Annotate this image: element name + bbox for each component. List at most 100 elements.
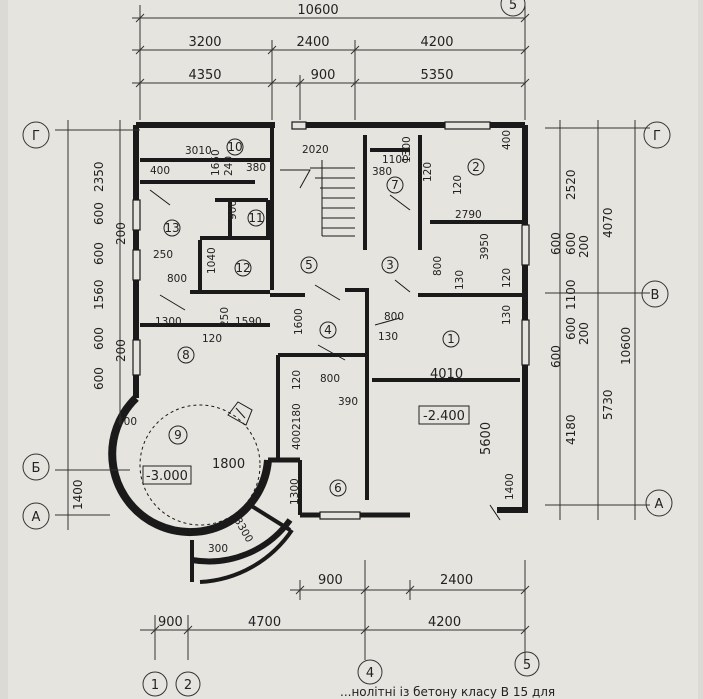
dim-120e: 120 bbox=[291, 370, 303, 390]
dim-380a: 380 bbox=[246, 162, 266, 174]
staircase bbox=[280, 160, 355, 237]
dim-right-3: 600 bbox=[564, 232, 578, 255]
dim-right-mid-1: 4070 bbox=[601, 207, 615, 238]
dim-120c: 120 bbox=[501, 268, 513, 288]
level-box-main bbox=[418, 405, 470, 425]
dim-240: 240 bbox=[223, 156, 235, 176]
room-7-label: 7 bbox=[391, 178, 399, 192]
dim-left-1: 2350 bbox=[92, 161, 106, 192]
dim-right-mid-3: 4180 bbox=[564, 414, 578, 445]
axis-label-left-lower: А bbox=[32, 510, 41, 525]
dim-120a: 120 bbox=[422, 162, 434, 182]
dim-right-5: 1100 bbox=[564, 279, 578, 310]
axis-label-bottom-1: 1 bbox=[151, 678, 159, 693]
dim-1300a: 1300 bbox=[401, 136, 413, 163]
round-room-walls bbox=[108, 395, 300, 584]
room-markers bbox=[163, 138, 485, 497]
dim-1800: 1800 bbox=[212, 457, 245, 472]
dim-120d: 120 bbox=[202, 333, 222, 345]
dim-130a: 130 bbox=[454, 270, 466, 290]
axis-label-bottom-4: 4 bbox=[366, 666, 374, 681]
axis-label-bottom-2: 2 bbox=[184, 678, 192, 693]
dim-400d: 400 bbox=[501, 130, 513, 150]
dim-right-6: 600 bbox=[564, 317, 578, 340]
dim-5600: 5600 bbox=[479, 422, 494, 455]
axis-label-top-5: 5 bbox=[509, 0, 517, 13]
dim-left-8: 600 bbox=[92, 367, 106, 390]
room-2-label: 2 bbox=[472, 160, 480, 174]
right-dimension-lines bbox=[545, 120, 650, 520]
dim-800d: 800 bbox=[320, 373, 340, 385]
dim-390: 390 bbox=[338, 396, 358, 408]
room-11-label: 11 bbox=[248, 211, 263, 225]
dim-right-total: 10600 bbox=[619, 327, 633, 365]
dim-top-3: 4200 bbox=[420, 35, 453, 50]
dim-top-6: 5350 bbox=[420, 68, 453, 83]
dim-3950: 3950 bbox=[479, 233, 491, 260]
axis-bubble-bottom-1 bbox=[142, 671, 168, 697]
dim-bottom-2: 2400 bbox=[440, 573, 473, 588]
dim-right-8: 600 bbox=[549, 345, 563, 368]
top-dimension-lines bbox=[132, 5, 530, 120]
paper-sheet bbox=[8, 0, 698, 699]
dim-left-4: 600 bbox=[92, 242, 106, 265]
room-1-label: 1 bbox=[447, 332, 455, 346]
dim-300: 300 bbox=[208, 543, 228, 555]
axis-bubble-left-lower bbox=[22, 502, 50, 530]
axis-bubble-bottom-5 bbox=[514, 651, 540, 677]
dim-1400-inner: 1400 bbox=[504, 473, 516, 500]
dim-400b: 400 bbox=[291, 430, 303, 450]
dim-400c: 400 bbox=[117, 416, 137, 428]
room-4-label: 4 bbox=[324, 323, 332, 337]
axis-bubble-bottom-4 bbox=[357, 659, 383, 685]
dim-bottom-3: 900 bbox=[158, 615, 183, 630]
dim-800c: 800 bbox=[384, 311, 404, 323]
dim-3010: 3010 bbox=[185, 145, 212, 157]
dim-130b: 130 bbox=[378, 331, 398, 343]
axis-label-left-mid: Б bbox=[32, 461, 41, 476]
dim-1040: 1040 bbox=[206, 247, 218, 274]
interior-walls bbox=[140, 125, 525, 515]
axis-bubble-left-mid bbox=[22, 453, 50, 481]
dim-380b: 380 bbox=[372, 166, 392, 178]
dim-1600: 1600 bbox=[293, 308, 305, 335]
dim-right-4: 200 bbox=[577, 235, 591, 258]
dim-left-2: 600 bbox=[92, 202, 106, 225]
footer-text: ...нолітні із бетону класу В 15 для bbox=[340, 685, 555, 699]
left-dimension-lines bbox=[55, 120, 140, 530]
dim-left-10: 1400 bbox=[71, 479, 85, 510]
dim-bottom-4: 4700 bbox=[248, 615, 281, 630]
room-5-label: 5 bbox=[305, 258, 313, 272]
dim-1650: 1650 bbox=[210, 149, 222, 176]
dim-2790: 2790 bbox=[455, 209, 482, 221]
dim-top-4: 4350 bbox=[188, 68, 221, 83]
room-13-label: 13 bbox=[164, 221, 179, 235]
dim-bottom-5: 4200 bbox=[428, 615, 461, 630]
axis-label-left-upper: Г bbox=[32, 129, 40, 144]
dim-top-2: 2400 bbox=[296, 35, 329, 50]
dim-total-width: 10600 bbox=[297, 3, 338, 18]
dim-250: 250 bbox=[153, 249, 173, 261]
windows bbox=[132, 121, 530, 520]
axis-label-right-lower: А bbox=[655, 497, 664, 512]
axis-bubble-bottom-2 bbox=[175, 671, 201, 697]
door-swings bbox=[149, 189, 501, 521]
dim-120b: 120 bbox=[452, 175, 464, 195]
dim-2020: 2020 bbox=[302, 144, 329, 156]
dim-left-6: 600 bbox=[92, 327, 106, 350]
level-main: -2.400 bbox=[423, 409, 465, 424]
axis-bubble-left-upper bbox=[22, 121, 50, 149]
axis-bubble-right-mid bbox=[641, 280, 669, 308]
level-round: -3.000 bbox=[146, 469, 188, 484]
dim-left-3: 200 bbox=[114, 222, 128, 245]
room-10-label: 10 bbox=[227, 140, 242, 154]
dim-900: 900 bbox=[227, 200, 239, 220]
fireplace-symbol bbox=[227, 401, 253, 426]
dim-right-2: 600 bbox=[549, 232, 563, 255]
dim-left-7: 200 bbox=[114, 339, 128, 362]
axis-bubble-right-lower bbox=[645, 489, 673, 517]
dim-top-1: 3200 bbox=[188, 35, 221, 50]
dim-400a: 400 bbox=[150, 165, 170, 177]
dim-bottom-1: 900 bbox=[318, 573, 343, 588]
